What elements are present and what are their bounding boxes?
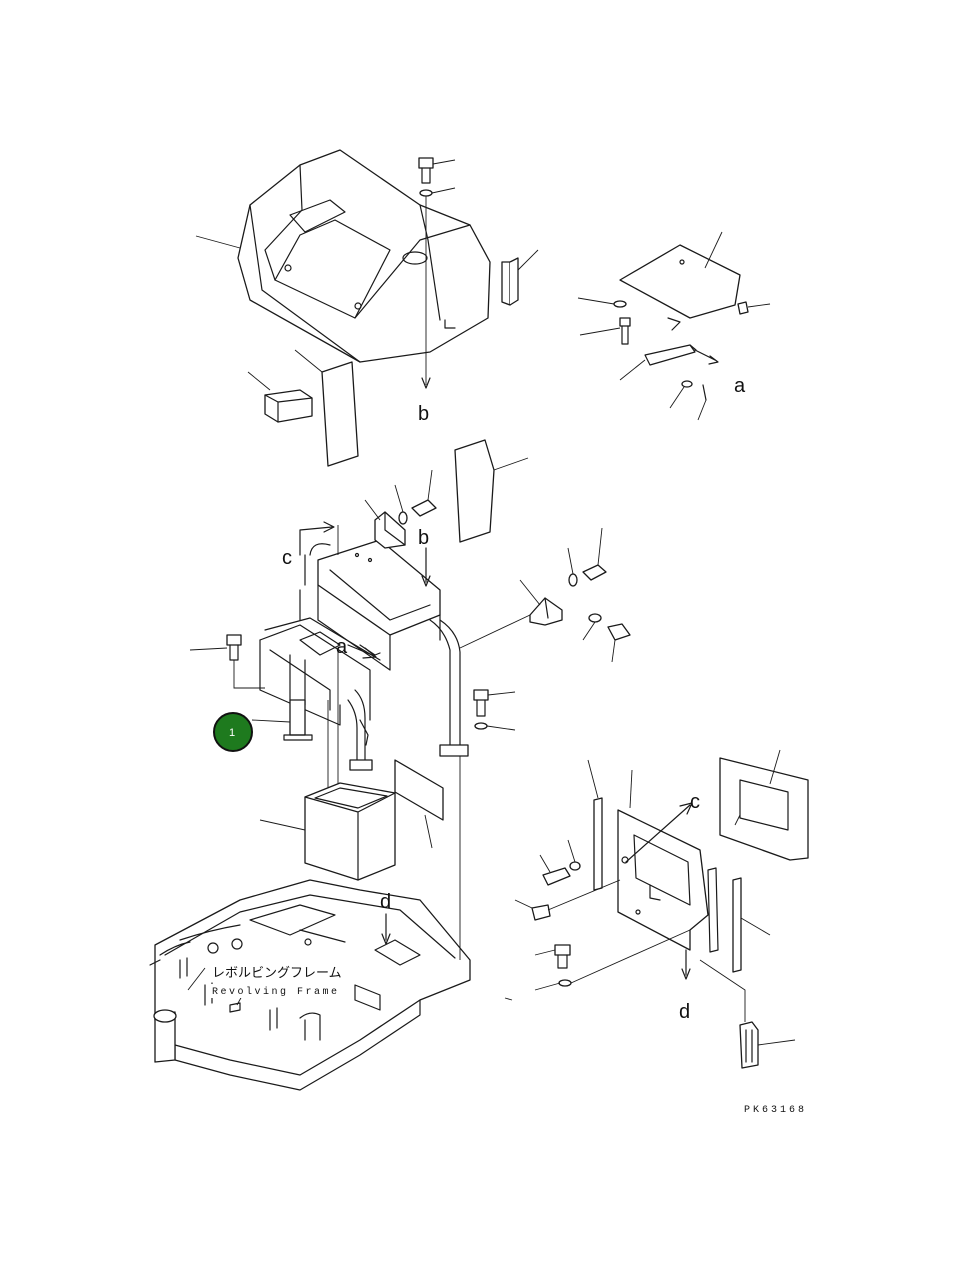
- bolt-top: [418, 157, 456, 389]
- seat-clip: [501, 249, 539, 306]
- ref-letter-c-right: c: [690, 791, 700, 813]
- window-panel: [719, 749, 809, 861]
- ref-letter-d-right: d: [679, 1001, 690, 1023]
- bracket-plate-top: [577, 231, 771, 421]
- ref-letter-c-left: c: [282, 547, 292, 569]
- stand-bracket-right: [459, 527, 631, 663]
- vertical-strip-left: [587, 759, 603, 891]
- stand-bracket-top: [364, 469, 437, 549]
- vertical-strip-right: [732, 877, 771, 973]
- seat-stand-frame: [259, 539, 469, 771]
- floor-plate-small: [394, 759, 444, 849]
- battery-box: [259, 782, 396, 881]
- drawing-code: PK63168: [744, 1105, 807, 1116]
- ref-letter-b-mid: b: [418, 527, 429, 549]
- callout-number: 1: [229, 727, 235, 739]
- ref-letter-b-top: b: [418, 403, 429, 425]
- back-plate: [454, 439, 529, 543]
- side-cover-panel: [617, 769, 719, 953]
- seat-cushion: [237, 149, 491, 363]
- ref-letter-a-mid: a: [336, 636, 348, 658]
- right-fasteners: [504, 839, 691, 1001]
- bolt-right: [473, 689, 516, 731]
- ref-letter-a-top: a: [734, 375, 746, 397]
- frame-label-japanese: レボルビングフレーム: [212, 966, 342, 981]
- ref-letter-d-left: d: [380, 891, 391, 913]
- callout-marker-icon[interactable]: [213, 712, 253, 752]
- bolt-left: [189, 634, 265, 689]
- seat-pad: [247, 349, 359, 467]
- callout-1[interactable]: 1: [213, 712, 291, 752]
- frame-label-english: Revolving Frame: [212, 986, 340, 998]
- bottom-clip: [699, 959, 796, 1069]
